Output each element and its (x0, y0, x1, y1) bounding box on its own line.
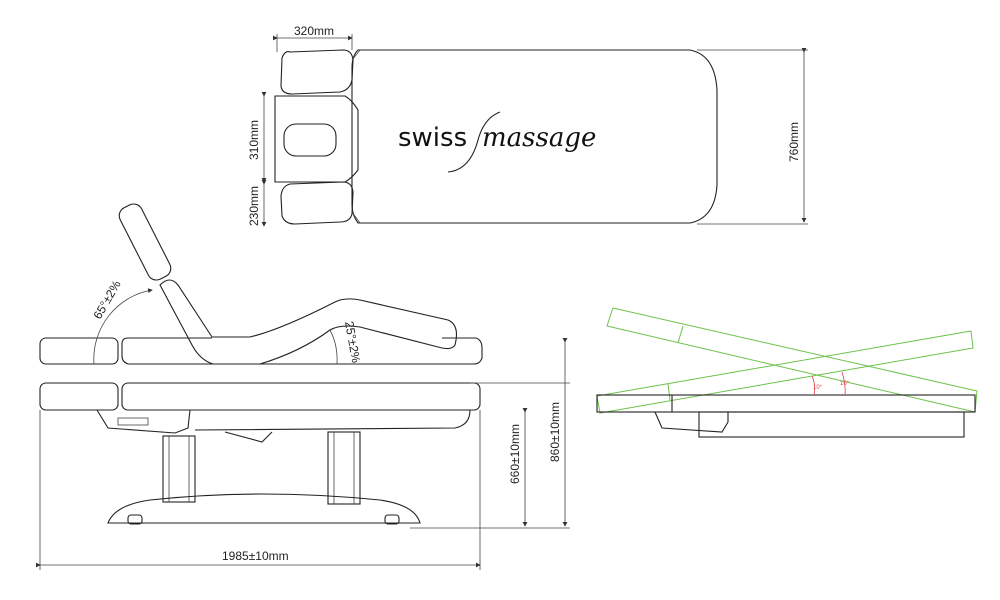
angle-leg-arc (329, 329, 338, 365)
caster-left (127, 514, 143, 525)
head-bracket (96, 409, 191, 434)
body-pad-reclined (121, 337, 260, 365)
table-body-top (351, 49, 718, 224)
leg-left (162, 435, 196, 503)
face-hole (283, 123, 337, 157)
head-piece-lower (280, 181, 354, 225)
head-pad (39, 382, 119, 411)
motor-housing (224, 431, 273, 443)
head-pad-reclined (39, 337, 119, 365)
tilt-outline-down (606, 307, 978, 413)
frame (190, 409, 471, 431)
cradle-joint-line (351, 49, 361, 61)
dim-face-cradle: 310mm (247, 120, 261, 160)
angle-back-arc (93, 288, 153, 365)
tilt-outline-up (596, 330, 974, 414)
tilt-outline-joint (677, 325, 684, 344)
backrest-raised (118, 203, 172, 281)
brand-logo: swiss massage (398, 111, 596, 173)
angle-right-label: 10° (840, 381, 850, 387)
angle-back-label: 65°±2% (90, 278, 123, 322)
face-cradle-board (274, 95, 359, 183)
dim-max-height: 860±10mm (548, 402, 562, 462)
tilt-outline-joint (667, 383, 671, 401)
logo-text-massage: massage (482, 123, 596, 153)
dim-head-width: 320mm (294, 24, 334, 38)
head-piece-upper (280, 49, 354, 95)
body-reclined-outline (159, 279, 457, 365)
dim-min-height: 660±10mm (508, 424, 522, 484)
base-box (698, 411, 965, 438)
dim-length: 1985±10mm (222, 549, 289, 563)
actuator (117, 417, 149, 426)
angle-left-arc (811, 375, 816, 396)
logo-text-swiss: swiss (398, 123, 467, 153)
body-pad (121, 382, 481, 411)
top-view: swiss massage 320mm 310mm 230mm 760mm (247, 24, 808, 227)
logo-swoosh (447, 111, 501, 173)
caster-right (384, 514, 400, 525)
body-pad-reclined-end (260, 337, 483, 365)
base (107, 493, 421, 524)
side-view-flat: 1985±10mm 660±10mm 860±10mm (36, 338, 570, 570)
angle-left-label: 10° (813, 385, 823, 391)
dim-table-width: 760mm (787, 122, 801, 162)
tilt-bracket (654, 411, 729, 433)
tilt-view: 10° 10° (596, 307, 978, 438)
leg-right (327, 431, 361, 505)
angle-right-arc (841, 371, 846, 396)
dim-arm-rest: 230mm (247, 186, 261, 226)
cradle-joint-line (351, 211, 361, 224)
side-view-reclined: 65°±2% 25°±2% (39, 203, 483, 365)
